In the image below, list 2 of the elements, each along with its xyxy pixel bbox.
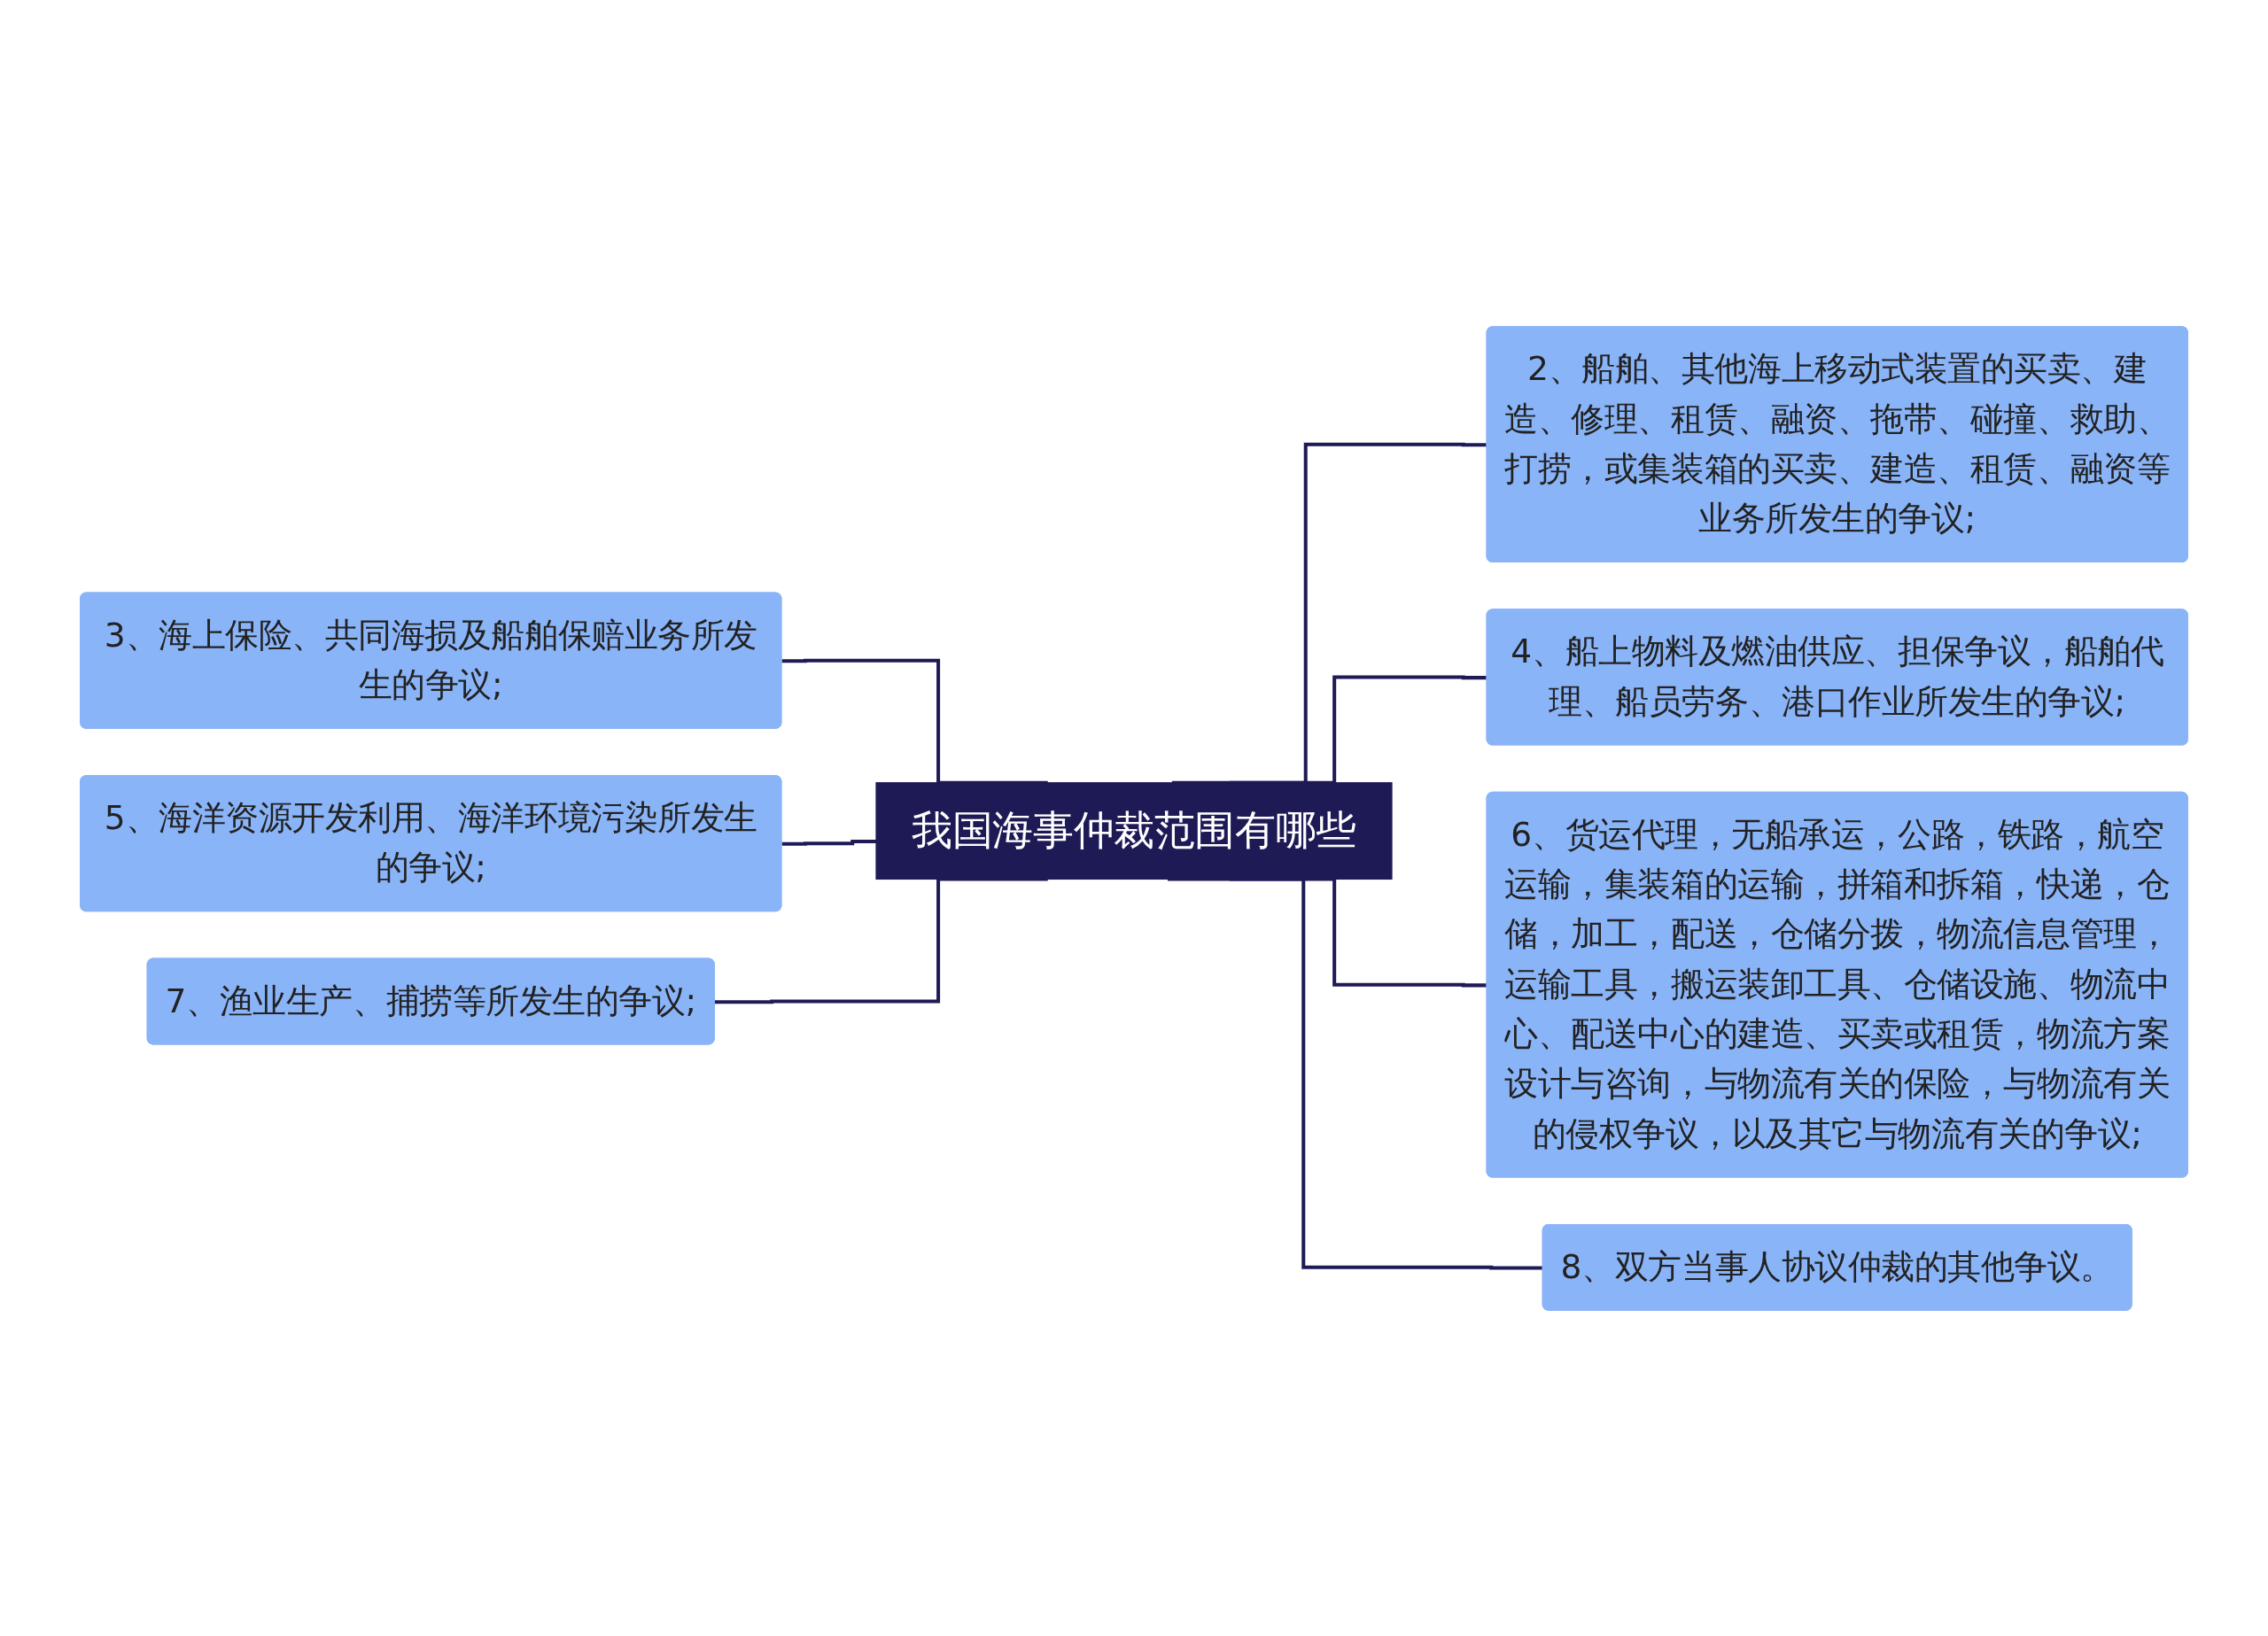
node-box: 我国海事仲裁范围有哪些 xyxy=(875,781,1393,880)
connector xyxy=(781,839,877,846)
